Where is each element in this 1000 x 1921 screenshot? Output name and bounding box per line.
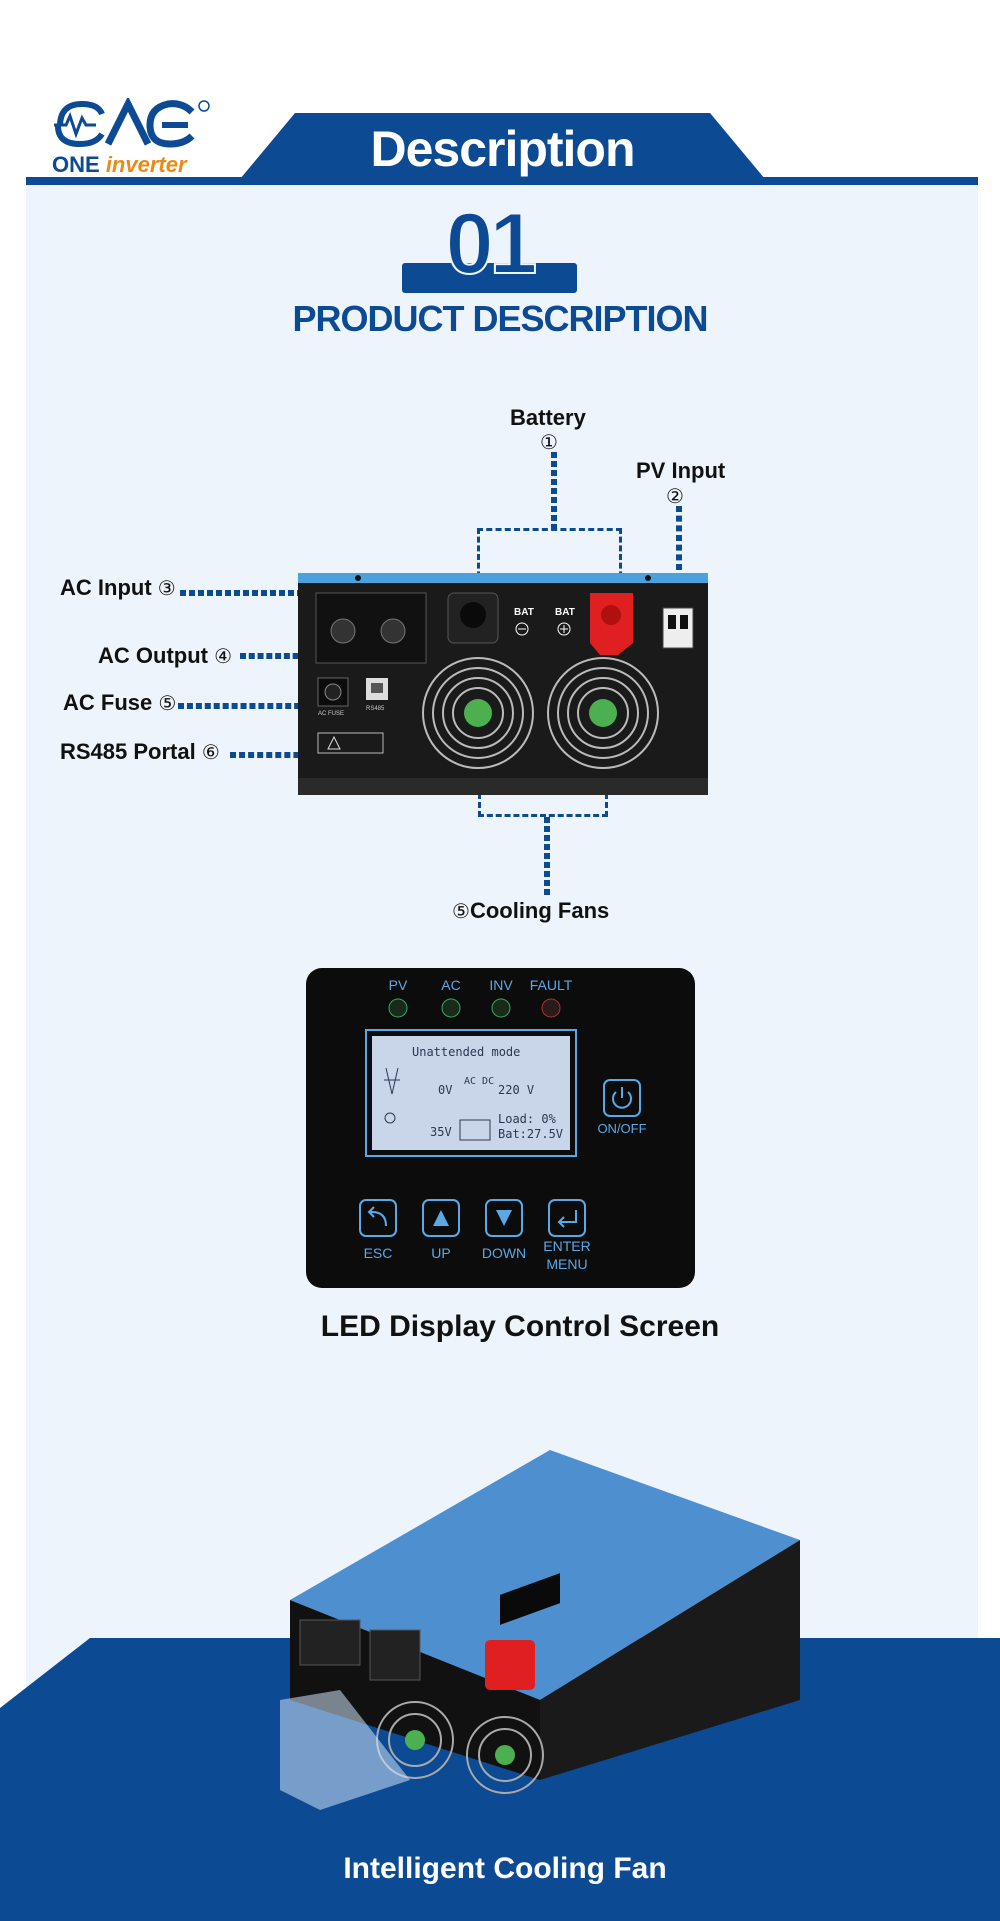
rs485-text: RS485 [366,706,385,712]
indicator-fault-label: FAULT [530,977,573,993]
brand-logo: ONE inverter [52,98,222,180]
lcd-input-volt: 0V [438,1083,452,1097]
inv-led-icon [491,998,511,1018]
down-label: DOWN [482,1245,526,1261]
inverter-front-image: AC FUSE RS485 BAT BAT [298,573,708,795]
enter-label: ENTER [543,1238,590,1254]
esc-button[interactable] [359,1199,397,1237]
indicator-ac-label: AC [441,977,460,993]
indicator-pv-label: PV [389,977,408,993]
power-button[interactable] [603,1079,641,1117]
down-arrow-icon [496,1210,512,1226]
header-tab [235,113,770,185]
indicator-inv-label: INV [489,977,513,993]
ac-fuse-text: AC FUSE [318,711,344,717]
leader-pv-input [676,506,682,570]
callout-cooling-fans: ⑤Cooling Fans [452,898,610,923]
grid-tower-icon [384,1067,400,1095]
lcd-load-text: Load: 0% [498,1112,557,1126]
callout-ac-fuse: AC Fuse ⑤ [63,690,177,715]
leader-fans-stem [544,817,550,895]
lcd-bat-text: Bat:27.5V [498,1127,563,1141]
callout-ac-input: AC Input ③ [60,575,176,600]
section-number-bar [402,263,577,293]
pv-led-icon [388,998,408,1018]
logo-wordmark: ONE inverter [52,152,187,177]
power-label: ON/OFF [597,1121,646,1136]
lcd-pv-volt: 35V [430,1125,452,1139]
menu-label: MENU [546,1256,587,1272]
back-arrow-icon [367,1206,387,1227]
ac-led-icon [441,998,461,1018]
callout-pv-input: PV Input [636,458,726,483]
lcd-mode-text: Unattended mode [412,1045,520,1059]
logo-icon [54,98,210,148]
callout-rs485: RS485 Portal ⑥ [60,739,220,764]
enter-arrow-icon [557,1210,577,1228]
leader-battery-bracket [477,528,622,612]
sun-icon [384,1112,396,1124]
up-button[interactable] [422,1199,460,1237]
lcd-output-volt: 220 V [498,1083,534,1097]
section-number-badge: 01 [402,198,577,293]
cooling-fan-caption: Intelligent Cooling Fan [343,1852,667,1885]
lcd-control-panel: PV AC INV FAULT Unattended mode 0V AC DC… [306,968,695,1288]
callout-ac-output: AC Output ④ [98,643,233,668]
leader-ac-fuse [178,703,318,709]
callout-pv-input-num: ② [666,484,684,508]
enter-button[interactable] [548,1199,586,1237]
down-button[interactable] [485,1199,523,1237]
fault-led-icon [541,998,561,1018]
bat-pos-text: BAT [555,607,575,618]
esc-label: ESC [364,1245,393,1261]
battery-icon [459,1119,491,1141]
power-icon [612,1087,632,1109]
section-number: 01 [445,196,539,292]
inverter-3d-image [280,1450,800,1810]
bat-neg-text: BAT [514,607,534,618]
up-label: UP [431,1245,450,1261]
callout-battery: Battery [510,405,586,430]
led-display-caption: LED Display Control Screen [320,1310,720,1343]
up-arrow-icon [433,1210,449,1226]
lcd-ac-dc: AC DC [464,1076,494,1087]
page-title: Description [370,121,635,177]
leader-battery-stem [551,452,557,530]
section-title: PRODUCT DESCRIPTION [292,298,708,339]
callout-battery-num: ① [540,430,558,454]
